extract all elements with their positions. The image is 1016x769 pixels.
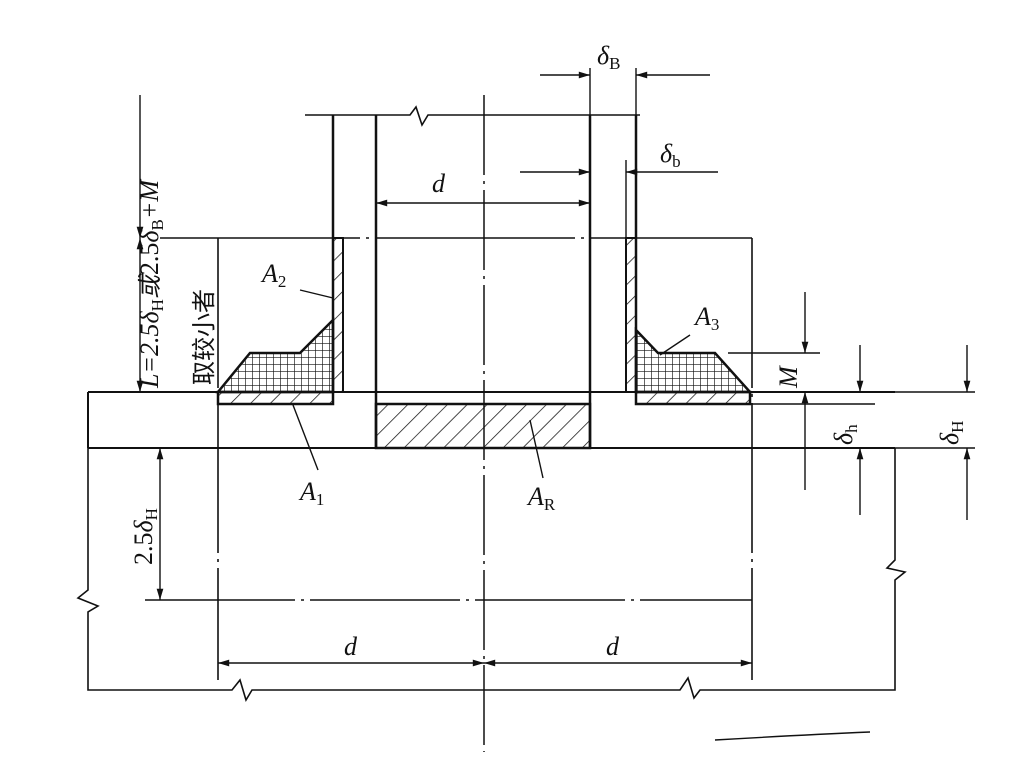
label-A3: A3 [693,302,719,334]
weld-A3-right [634,326,753,394]
label-A2: A2 [260,259,286,291]
label-delta-B: δB [597,41,620,73]
label-d-bottom-right: d [606,632,620,661]
area-A1-right [634,390,752,406]
label-A1: A1 [298,477,324,509]
shell-break-outline [76,448,907,702]
label-delta-h: δh [829,424,861,445]
label-L-formula: L=2.5δH或2.5δB+M [135,179,167,389]
area-AR [374,402,592,450]
area-A1-left [216,390,335,406]
area-A2-strip-right [625,237,637,393]
label-2.5-delta-H: 2.5δH [129,508,161,565]
label-d-bottom-left: d [344,632,358,661]
label-delta-H: δH [935,421,967,445]
label-delta-b: δb [660,139,681,171]
label-M: M [774,365,803,389]
label-d-top: d [432,169,446,198]
nozzle-break-line [305,105,640,127]
area-A2-strip [332,237,344,393]
weld-A3-left [215,316,335,394]
reinforcement-boundary [145,237,753,680]
label-AR: AR [526,482,556,514]
dimension-lines [136,68,975,741]
label-take-smaller: 取较小者 [190,289,218,385]
